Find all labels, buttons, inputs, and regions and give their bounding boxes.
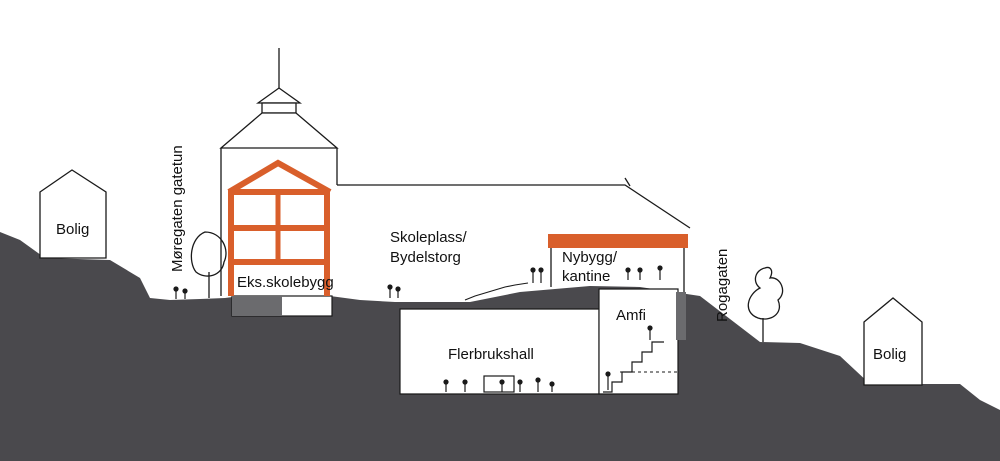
amfi-stairs (603, 341, 664, 393)
tree-left (190, 231, 227, 298)
plaza-steps (464, 282, 529, 301)
label-moregaten: Møregaten gatetun (169, 145, 186, 272)
label-amfi: Amfi (616, 307, 646, 324)
label-kantine: kantine (562, 268, 610, 285)
label-flerbrukshall: Flerbrukshall (448, 346, 534, 363)
label-skoleplass: Skoleplass/ (390, 229, 468, 246)
nybygg-building (548, 234, 688, 340)
bolig-right-house (863, 297, 923, 386)
bolig-left-house (39, 169, 107, 259)
tree-right (747, 266, 784, 342)
hall-goal (483, 375, 515, 393)
label-bolig-right: Bolig (873, 346, 906, 363)
label-eks-skolebygg: Eks.skolebygg (237, 274, 334, 291)
label-bydelstorg: Bydelstorg (390, 249, 461, 266)
label-rogagaten: Rogagaten (714, 249, 731, 322)
eks-skolebygg-building (219, 48, 691, 296)
amfi-space (598, 288, 679, 395)
label-bolig-left: Bolig (56, 221, 89, 238)
label-nybygg: Nybygg/ (562, 249, 618, 266)
people-figures (173, 265, 663, 392)
